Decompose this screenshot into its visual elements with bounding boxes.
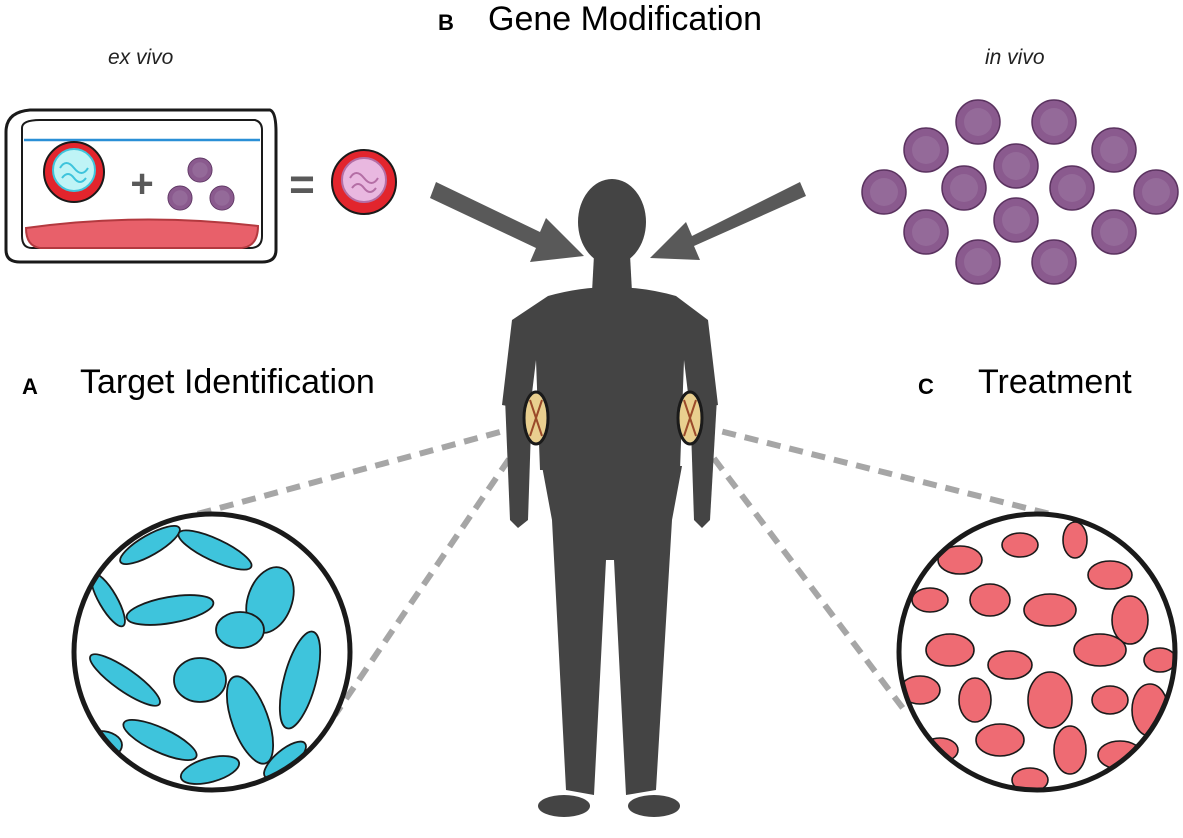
panel-a-title: Target Identification bbox=[80, 363, 375, 401]
panel-b-letter: B bbox=[438, 10, 454, 35]
zoom-lines-right bbox=[697, 423, 1059, 717]
equals-symbol: = bbox=[289, 160, 315, 209]
sickle-cell-panel bbox=[71, 511, 353, 793]
human-silhouette-icon bbox=[502, 179, 718, 817]
zoom-lines-left bbox=[189, 423, 525, 717]
panel-c-letter: C bbox=[918, 374, 934, 399]
panel-a-letter: A bbox=[22, 374, 38, 399]
arrow-in-vivo-icon bbox=[650, 182, 806, 260]
red-blood-cell-panel bbox=[896, 511, 1178, 793]
in-vivo-label: in vivo bbox=[985, 46, 1045, 69]
modified-cell-icon bbox=[331, 149, 397, 215]
panel-c-title: Treatment bbox=[978, 363, 1132, 401]
virus-cluster-icon bbox=[861, 99, 1179, 285]
arrow-ex-vivo-icon bbox=[430, 182, 584, 262]
bone-marrow-icon bbox=[522, 390, 704, 446]
panel-b-title: Gene Modification bbox=[488, 0, 763, 38]
plus-symbol: + bbox=[130, 162, 153, 206]
stem-cell-icon bbox=[43, 141, 105, 203]
ex-vivo-label: ex vivo bbox=[108, 46, 174, 69]
